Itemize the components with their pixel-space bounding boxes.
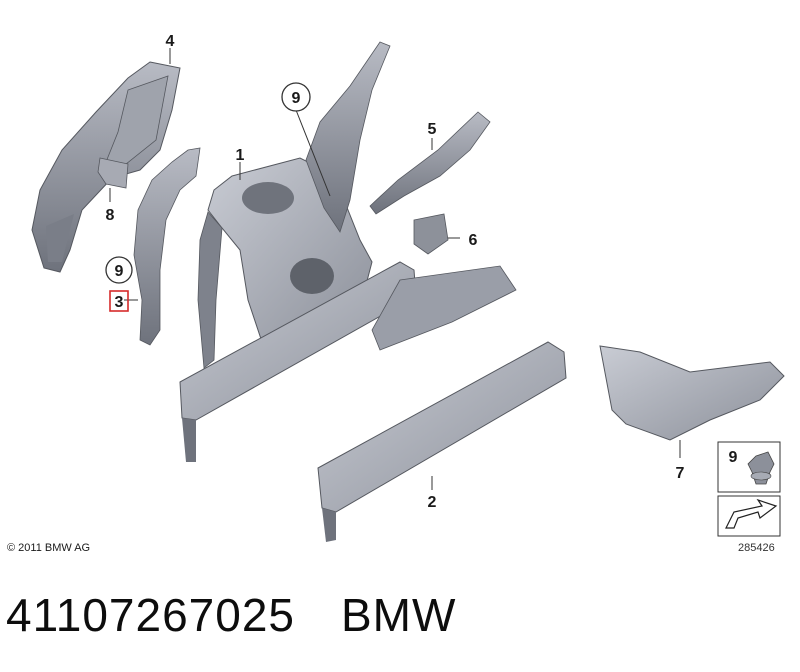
nut-icon xyxy=(747,451,775,485)
footer: 41107267025 BMW xyxy=(6,588,456,642)
copyright-text: © 2011 BMW AG xyxy=(7,542,91,554)
callout-6: 6 xyxy=(469,232,478,249)
part-2-lower-rail xyxy=(317,341,567,542)
part-5-upper-bracket xyxy=(369,111,491,215)
direction-arrow-icon xyxy=(725,498,778,529)
callout-9-top: 9 xyxy=(292,90,301,107)
part-9-strut-extension xyxy=(295,41,391,233)
callout-3-highlight-box xyxy=(109,290,129,312)
callout-3: 3 xyxy=(115,294,124,311)
callout-9-top-circle xyxy=(281,82,311,112)
main-longitudinal-rail xyxy=(179,261,517,462)
callout-4: 4 xyxy=(166,33,175,50)
callout-1: 1 xyxy=(236,147,245,164)
callout-9-legend: 9 xyxy=(729,449,738,466)
legend-arrow-box xyxy=(717,495,781,537)
callout-9-left-circle xyxy=(105,256,133,284)
brand-name: BMW xyxy=(341,589,457,641)
callout-9-left: 9 xyxy=(115,263,124,280)
callout-5: 5 xyxy=(428,121,437,138)
part-8-bracket xyxy=(97,157,129,202)
part-number: 41107267025 xyxy=(6,589,295,641)
diagram-number: 285426 xyxy=(738,542,775,554)
part-3-reinforcement xyxy=(124,147,201,346)
callout-7: 7 xyxy=(676,465,685,482)
callout-2: 2 xyxy=(428,494,437,511)
legend-fastener-box: 9 xyxy=(717,441,781,493)
part-6-mount xyxy=(413,213,460,255)
part-7-rear-bracket xyxy=(599,345,785,458)
callout-8: 8 xyxy=(106,207,115,224)
